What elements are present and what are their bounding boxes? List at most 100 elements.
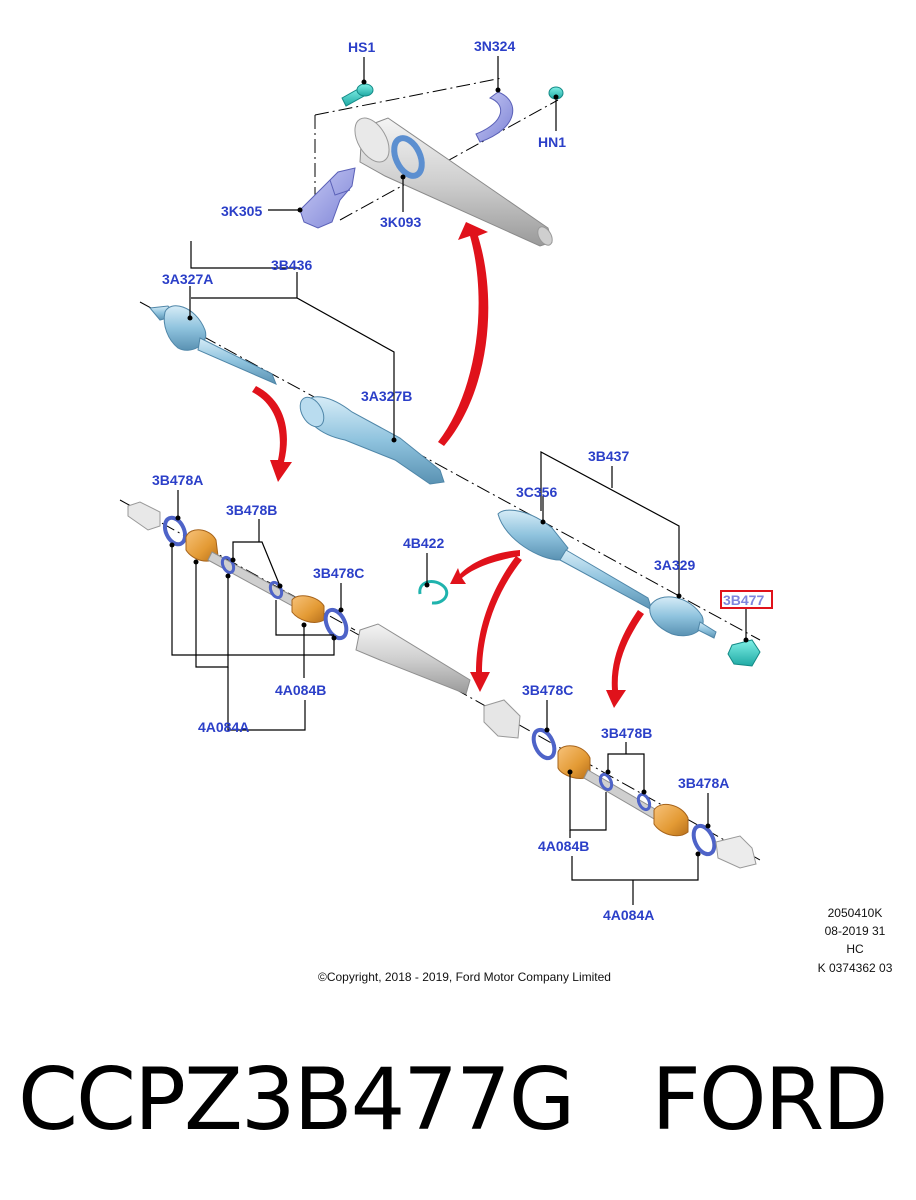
bracket-4a084a-left-2 bbox=[227, 667, 306, 731]
meta-line-3: HC bbox=[846, 942, 864, 956]
leader-dot bbox=[567, 769, 573, 775]
arrow-to-circlip bbox=[450, 550, 520, 584]
callout-3c356: 3C356 bbox=[516, 484, 557, 500]
kit-intermediate-shaft bbox=[355, 623, 521, 739]
leader-dot bbox=[544, 727, 550, 733]
leader-dot bbox=[225, 573, 231, 579]
bracket-3b436 bbox=[191, 297, 395, 440]
inner-cv-joint-3a327b bbox=[299, 396, 445, 485]
leader-dot bbox=[301, 622, 307, 628]
leader-dot bbox=[705, 823, 711, 829]
outer-cv-joint-3a329 bbox=[649, 596, 717, 639]
leader-dot bbox=[743, 637, 749, 643]
callout-4b422: 4B422 bbox=[403, 535, 444, 551]
callout-hn1: HN1 bbox=[538, 134, 566, 150]
kit-shaft-right bbox=[583, 769, 661, 821]
bolt-hs1 bbox=[341, 83, 374, 107]
leader-dot bbox=[391, 437, 397, 443]
leader-dot bbox=[605, 769, 611, 775]
leader-dot bbox=[553, 94, 559, 100]
leader-dot bbox=[641, 789, 647, 795]
bearing-seal-3k093 bbox=[391, 135, 425, 179]
boot-4a084a-right bbox=[653, 803, 689, 837]
intermediate-shaft bbox=[354, 117, 553, 247]
leader-dot bbox=[230, 557, 236, 563]
leader-dot bbox=[361, 79, 367, 85]
callout-3a327a: 3A327A bbox=[162, 271, 213, 287]
clamp-3b478a-left bbox=[162, 515, 188, 547]
callout-3n324: 3N324 bbox=[474, 38, 515, 54]
callout-3b478c-right: 3B478C bbox=[522, 682, 573, 698]
leader-dot bbox=[297, 207, 303, 213]
boot-kit-right-group: 3B478C 3B478B 3B478A 4A084B 4A084A bbox=[349, 623, 761, 923]
leader-dot bbox=[424, 582, 430, 588]
brand-name: FORD bbox=[651, 1050, 888, 1150]
halfshaft-3b436-group: 3B436 3A327A 3A327B bbox=[139, 241, 761, 641]
leader-dot bbox=[331, 635, 337, 641]
leader-dot bbox=[495, 87, 501, 93]
callout-3a329: 3A329 bbox=[654, 557, 695, 573]
joint-housing-right bbox=[715, 835, 757, 869]
leader-dot bbox=[400, 174, 406, 180]
clamp-3b478b-right-1 bbox=[598, 772, 614, 792]
meta-line-1: 2050410K bbox=[828, 906, 883, 920]
clamp-3b478a-right bbox=[691, 823, 717, 857]
bearing-strap-3n324 bbox=[475, 91, 514, 143]
circlip-4b422-group: 4B422 bbox=[403, 535, 449, 605]
arrow-to-intermediate-shaft bbox=[438, 222, 489, 446]
clamp-3b478b-right-2 bbox=[636, 792, 652, 812]
circlip-4b422 bbox=[418, 580, 449, 605]
halfshaft-bar-right bbox=[559, 549, 653, 612]
callout-3b478b-right: 3B478B bbox=[601, 725, 652, 741]
part-number: CCPZ3B477G bbox=[18, 1050, 575, 1150]
boot-4a084b-right bbox=[557, 745, 591, 779]
callout-4a084b-right: 4A084B bbox=[538, 838, 589, 854]
leader-dot bbox=[338, 607, 344, 613]
boot-4a084b-left bbox=[291, 595, 325, 623]
bracket-4a084b-right bbox=[569, 772, 607, 831]
callout-3k305: 3K305 bbox=[221, 203, 262, 219]
intermediate-shaft-group: HS1 3N324 HN1 3K305 3K093 bbox=[221, 38, 566, 247]
meta-line-2: 08-2019 31 bbox=[825, 924, 886, 938]
leader-dot bbox=[169, 542, 175, 548]
callout-3a327b: 3A327B bbox=[361, 388, 412, 404]
callout-hs1: HS1 bbox=[348, 39, 375, 55]
halfshaft-bar-left bbox=[197, 337, 277, 385]
leader-dot bbox=[540, 519, 546, 525]
clamp-3b478b-left-1 bbox=[220, 555, 236, 575]
callout-4a084a-right: 4A084A bbox=[603, 907, 654, 923]
joint-housing-left bbox=[127, 501, 161, 531]
highlight-box-3b477 bbox=[720, 590, 773, 609]
leader-dot bbox=[277, 583, 283, 589]
bracket-4a084a-left bbox=[195, 562, 229, 668]
callout-3b437: 3B437 bbox=[588, 448, 629, 464]
hub-nut-3b477 bbox=[727, 639, 761, 667]
clamp-3b478c-left bbox=[323, 607, 349, 641]
callout-3b436: 3B436 bbox=[271, 257, 312, 273]
bracket-4a084a-right bbox=[571, 854, 699, 881]
red-arrows bbox=[252, 222, 644, 708]
leader-dot bbox=[187, 315, 193, 321]
callout-3k093: 3K093 bbox=[380, 214, 421, 230]
part-caption: CCPZ3B477G FORD bbox=[18, 1050, 898, 1160]
drawing-meta: 2050410K 08-2019 31 HC K 0374362 03 bbox=[818, 906, 893, 975]
bracket-clamps-left bbox=[171, 545, 335, 656]
callout-3b477[interactable]: 3B477 bbox=[723, 592, 764, 608]
callout-3b478c-left: 3B478C bbox=[313, 565, 364, 581]
bracket-3k305 bbox=[299, 167, 356, 229]
callout-3b478b-left: 3B478B bbox=[226, 502, 277, 518]
callout-3b478a-left: 3B478A bbox=[152, 472, 203, 488]
leader-dot bbox=[676, 593, 682, 599]
bracket-3b436-top bbox=[190, 241, 300, 269]
copyright-text: ©Copyright, 2018 - 2019, Ford Motor Comp… bbox=[318, 970, 611, 984]
outer-cv-joint-3a327a bbox=[149, 305, 207, 351]
leader-dot bbox=[193, 559, 199, 565]
main-centerline bbox=[139, 301, 761, 641]
arrow-to-right-kit bbox=[470, 556, 522, 692]
arrow-to-left-kit bbox=[252, 386, 292, 482]
leader-dot bbox=[695, 851, 701, 857]
arrow-to-right-boot bbox=[606, 610, 644, 708]
leader-dot bbox=[175, 515, 181, 521]
callout-4a084b-left: 4A084B bbox=[275, 682, 326, 698]
bracket-clamps-left-2 bbox=[275, 600, 334, 636]
